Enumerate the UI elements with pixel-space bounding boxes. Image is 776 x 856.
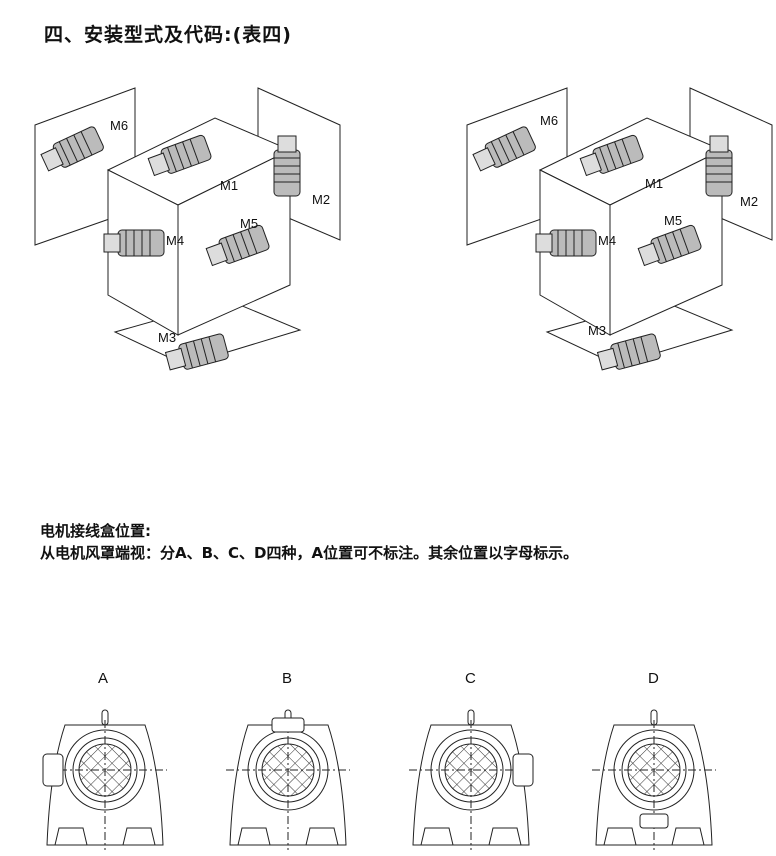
- terminal-box-description: 从电机风罩端视：分A、B、C、D四种，A位置可不标注。其余位置以字母标示。: [40, 544, 579, 562]
- position-label-a: A: [98, 670, 109, 687]
- terminal-box-heading: 电机接线盒位置:: [40, 522, 151, 540]
- terminal-box-view-b: [225, 709, 351, 851]
- label-m3: M3: [588, 323, 607, 338]
- label-m1: M1: [645, 176, 664, 191]
- position-label-d: D: [648, 670, 659, 687]
- terminal-box-view-c: [408, 709, 534, 851]
- section-title: 四、安装型式及代码:(表四): [44, 24, 292, 46]
- label-m5: M5: [240, 216, 259, 231]
- label-m6: M6: [540, 113, 559, 128]
- terminal-box-view-a: [42, 709, 168, 851]
- label-m3: M3: [158, 330, 177, 345]
- label-m4: M4: [166, 233, 185, 248]
- label-m2: M2: [312, 192, 331, 207]
- label-m1: M1: [220, 178, 239, 193]
- terminal-box-view-d: [591, 709, 717, 851]
- label-m5: M5: [664, 213, 683, 228]
- label-m4: M4: [598, 233, 617, 248]
- label-m2: M2: [740, 194, 759, 209]
- label-m6: M6: [110, 118, 129, 133]
- position-label-b: B: [282, 670, 293, 687]
- position-label-c: C: [465, 670, 476, 687]
